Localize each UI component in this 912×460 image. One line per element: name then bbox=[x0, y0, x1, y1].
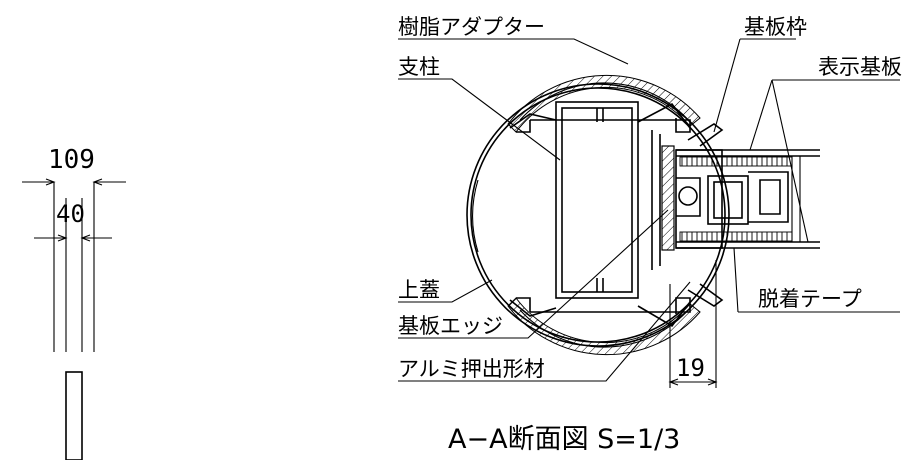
label-top-cover: 上蓋 bbox=[398, 278, 440, 302]
dim-19-label: 19 bbox=[676, 354, 705, 382]
post-cross-section bbox=[466, 74, 820, 356]
label-board-edge: 基板エッジ bbox=[398, 314, 503, 338]
side-elevation bbox=[22, 178, 126, 460]
leader-lines bbox=[398, 38, 900, 388]
dim-109-label: 109 bbox=[48, 145, 95, 175]
dim-40-label: 40 bbox=[56, 200, 85, 228]
label-removable-tape: 脱着テープ bbox=[758, 287, 862, 311]
label-aluminum-extrusion: アルミ押出形材 bbox=[398, 357, 545, 381]
label-resin-adapter: 樹脂アダプター bbox=[398, 15, 545, 39]
label-post: 支柱 bbox=[398, 55, 440, 79]
label-board-frame: 基板枠 bbox=[744, 15, 807, 39]
label-display-board: 表示基板 bbox=[818, 55, 902, 79]
drawing-caption: A−A断面図 S=1/3 bbox=[448, 424, 680, 455]
